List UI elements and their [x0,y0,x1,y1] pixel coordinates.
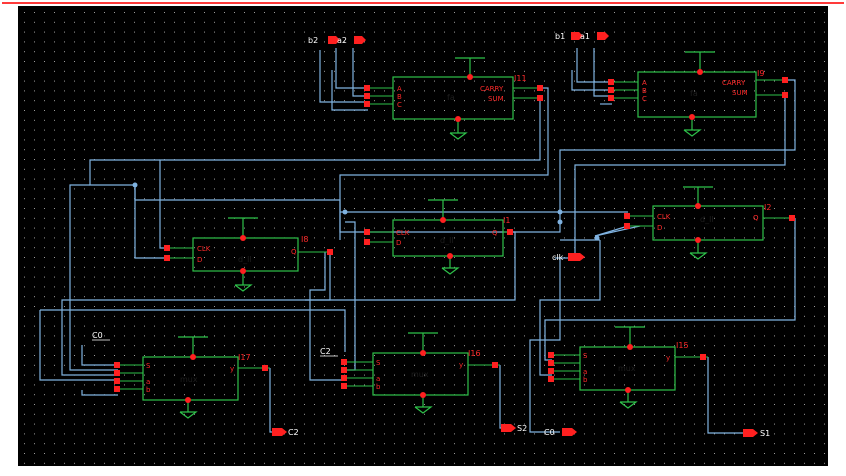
mux-right-block[interactable]: S a b y mux I15 [548,326,708,409]
pin-b1[interactable]: b1 [555,32,583,41]
mux-right-port-a: a [583,368,587,376]
pin-a1[interactable]: a1 [580,32,609,41]
pin-b1-label: b1 [555,32,565,41]
fa-right-port-sum: SUM [732,89,748,97]
dff-mid-instance: I1 [503,216,510,225]
wire-junctions [132,182,600,241]
pin-c2[interactable]: C2 [272,428,299,437]
full-adder-top-block[interactable]: A B C CARRY SUM fa I11 [364,57,543,140]
full-adder-right-block[interactable]: A B C CARRY SUM fa I9 [608,51,788,137]
mux-left-name: mux [180,375,198,384]
fa-top-port-carry: CARRY [480,85,504,93]
pin-a1-label: a1 [580,32,590,41]
fa-right-port-carry: CARRY [722,79,746,87]
dff-right-port-clk: CLK [657,213,671,221]
mux-left-port-a: a [146,378,150,386]
fa-right-name: fa [690,89,698,98]
pin-b2[interactable]: b2 [308,36,340,45]
pin-s1[interactable]: S1 [743,429,770,438]
dff-right-block[interactable]: CLK D Q d_ll I2 [624,186,795,260]
pin-a2-label: a2 [337,36,347,45]
dff-right-port-d: D [657,224,662,232]
net-label-c2: C2 [320,347,331,356]
pin-c0-label: C0 [544,428,555,437]
pin-c2-label: C2 [288,428,299,437]
fa-top-port-b: B [397,93,402,101]
mux-mid-port-a: a [376,375,380,383]
mux-mid-instance: I16 [468,349,481,358]
dff-left-block[interactable]: CLK D Q d_ll I8 [164,217,333,292]
mux-right-instance: I15 [676,341,689,350]
pin-clk-label: clk [552,253,564,262]
mux-left-instance: I17 [238,353,251,362]
pin-s2-label: S2 [517,424,527,433]
mux-mid-block[interactable]: S a b y mux I16 [341,332,500,414]
dff-left-port-q: Q [291,248,297,256]
pin-s1-label: S1 [760,429,770,438]
schematic-background [18,6,828,466]
pin-a2[interactable]: a2 [337,36,366,45]
mux-right-port-b: b [583,376,588,384]
dff-right-name: d_ll [700,215,714,224]
dff-left-instance: I8 [301,235,308,244]
fa-top-port-c: C [397,101,402,109]
pin-s2[interactable]: S2 [501,424,527,433]
fa-right-port-a: A [642,79,647,87]
fa-right-port-c: C [642,95,647,103]
dff-mid-block[interactable]: CLK D Q d_ll I1 [364,199,513,275]
pin-clk[interactable]: clk [552,253,585,262]
dff-left-port-clk: CLK [197,245,211,253]
mux-right-port-y: y [666,354,670,362]
dff-right-instance: I2 [764,203,771,212]
fa-right-instance: I9 [757,69,764,78]
pin-c0[interactable]: C0 [544,428,577,437]
mux-left-port-s: S [146,362,151,370]
net-label-c0: C0 [92,331,103,340]
top-red-strip [2,2,844,4]
fa-top-port-a: A [397,85,402,93]
dff-left-port-d: D [197,256,202,264]
mux-mid-name: mux [411,370,429,379]
dff-mid-port-clk: CLK [396,229,410,237]
wires [39,48,796,434]
mux-mid-port-s: S [376,359,381,367]
fa-top-port-sum: SUM [488,95,504,103]
pin-b2-label: b2 [308,36,318,45]
fa-top-name: fa [447,93,455,102]
dff-left-name: d_ll [238,255,252,264]
dff-mid-port-q: Q [492,229,498,237]
mux-right-name: mux [618,364,636,373]
mux-mid-port-b: b [376,383,381,391]
mux-left-port-b: b [146,386,151,394]
fa-right-port-b: B [642,87,647,95]
dff-mid-name: d_ll [440,236,454,245]
dff-mid-port-d: D [396,239,401,247]
mux-right-port-s: S [583,352,588,360]
mux-mid-port-y: y [459,361,463,369]
dff-right-port-q: Q [753,214,759,222]
fa-top-instance: I11 [514,74,527,83]
mux-left-port-y: y [230,365,234,373]
mux-left-block[interactable]: S a b y mux I17 [114,336,270,419]
